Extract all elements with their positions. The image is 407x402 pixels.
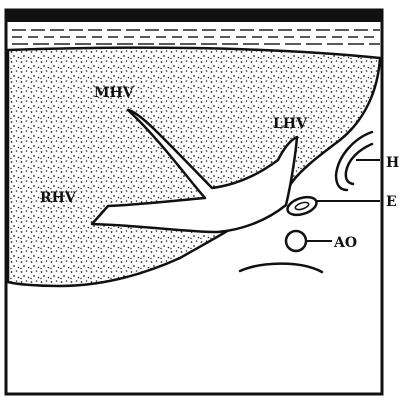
- label-h: H: [386, 155, 399, 171]
- aorta-structure: [286, 231, 306, 251]
- label-rhv: RHV: [40, 190, 77, 206]
- label-lhv: LHV: [273, 116, 308, 132]
- label-e: E: [386, 194, 397, 210]
- label-ao: AO: [333, 235, 357, 251]
- top-bar: [6, 10, 382, 22]
- label-mhv: MHV: [94, 85, 135, 101]
